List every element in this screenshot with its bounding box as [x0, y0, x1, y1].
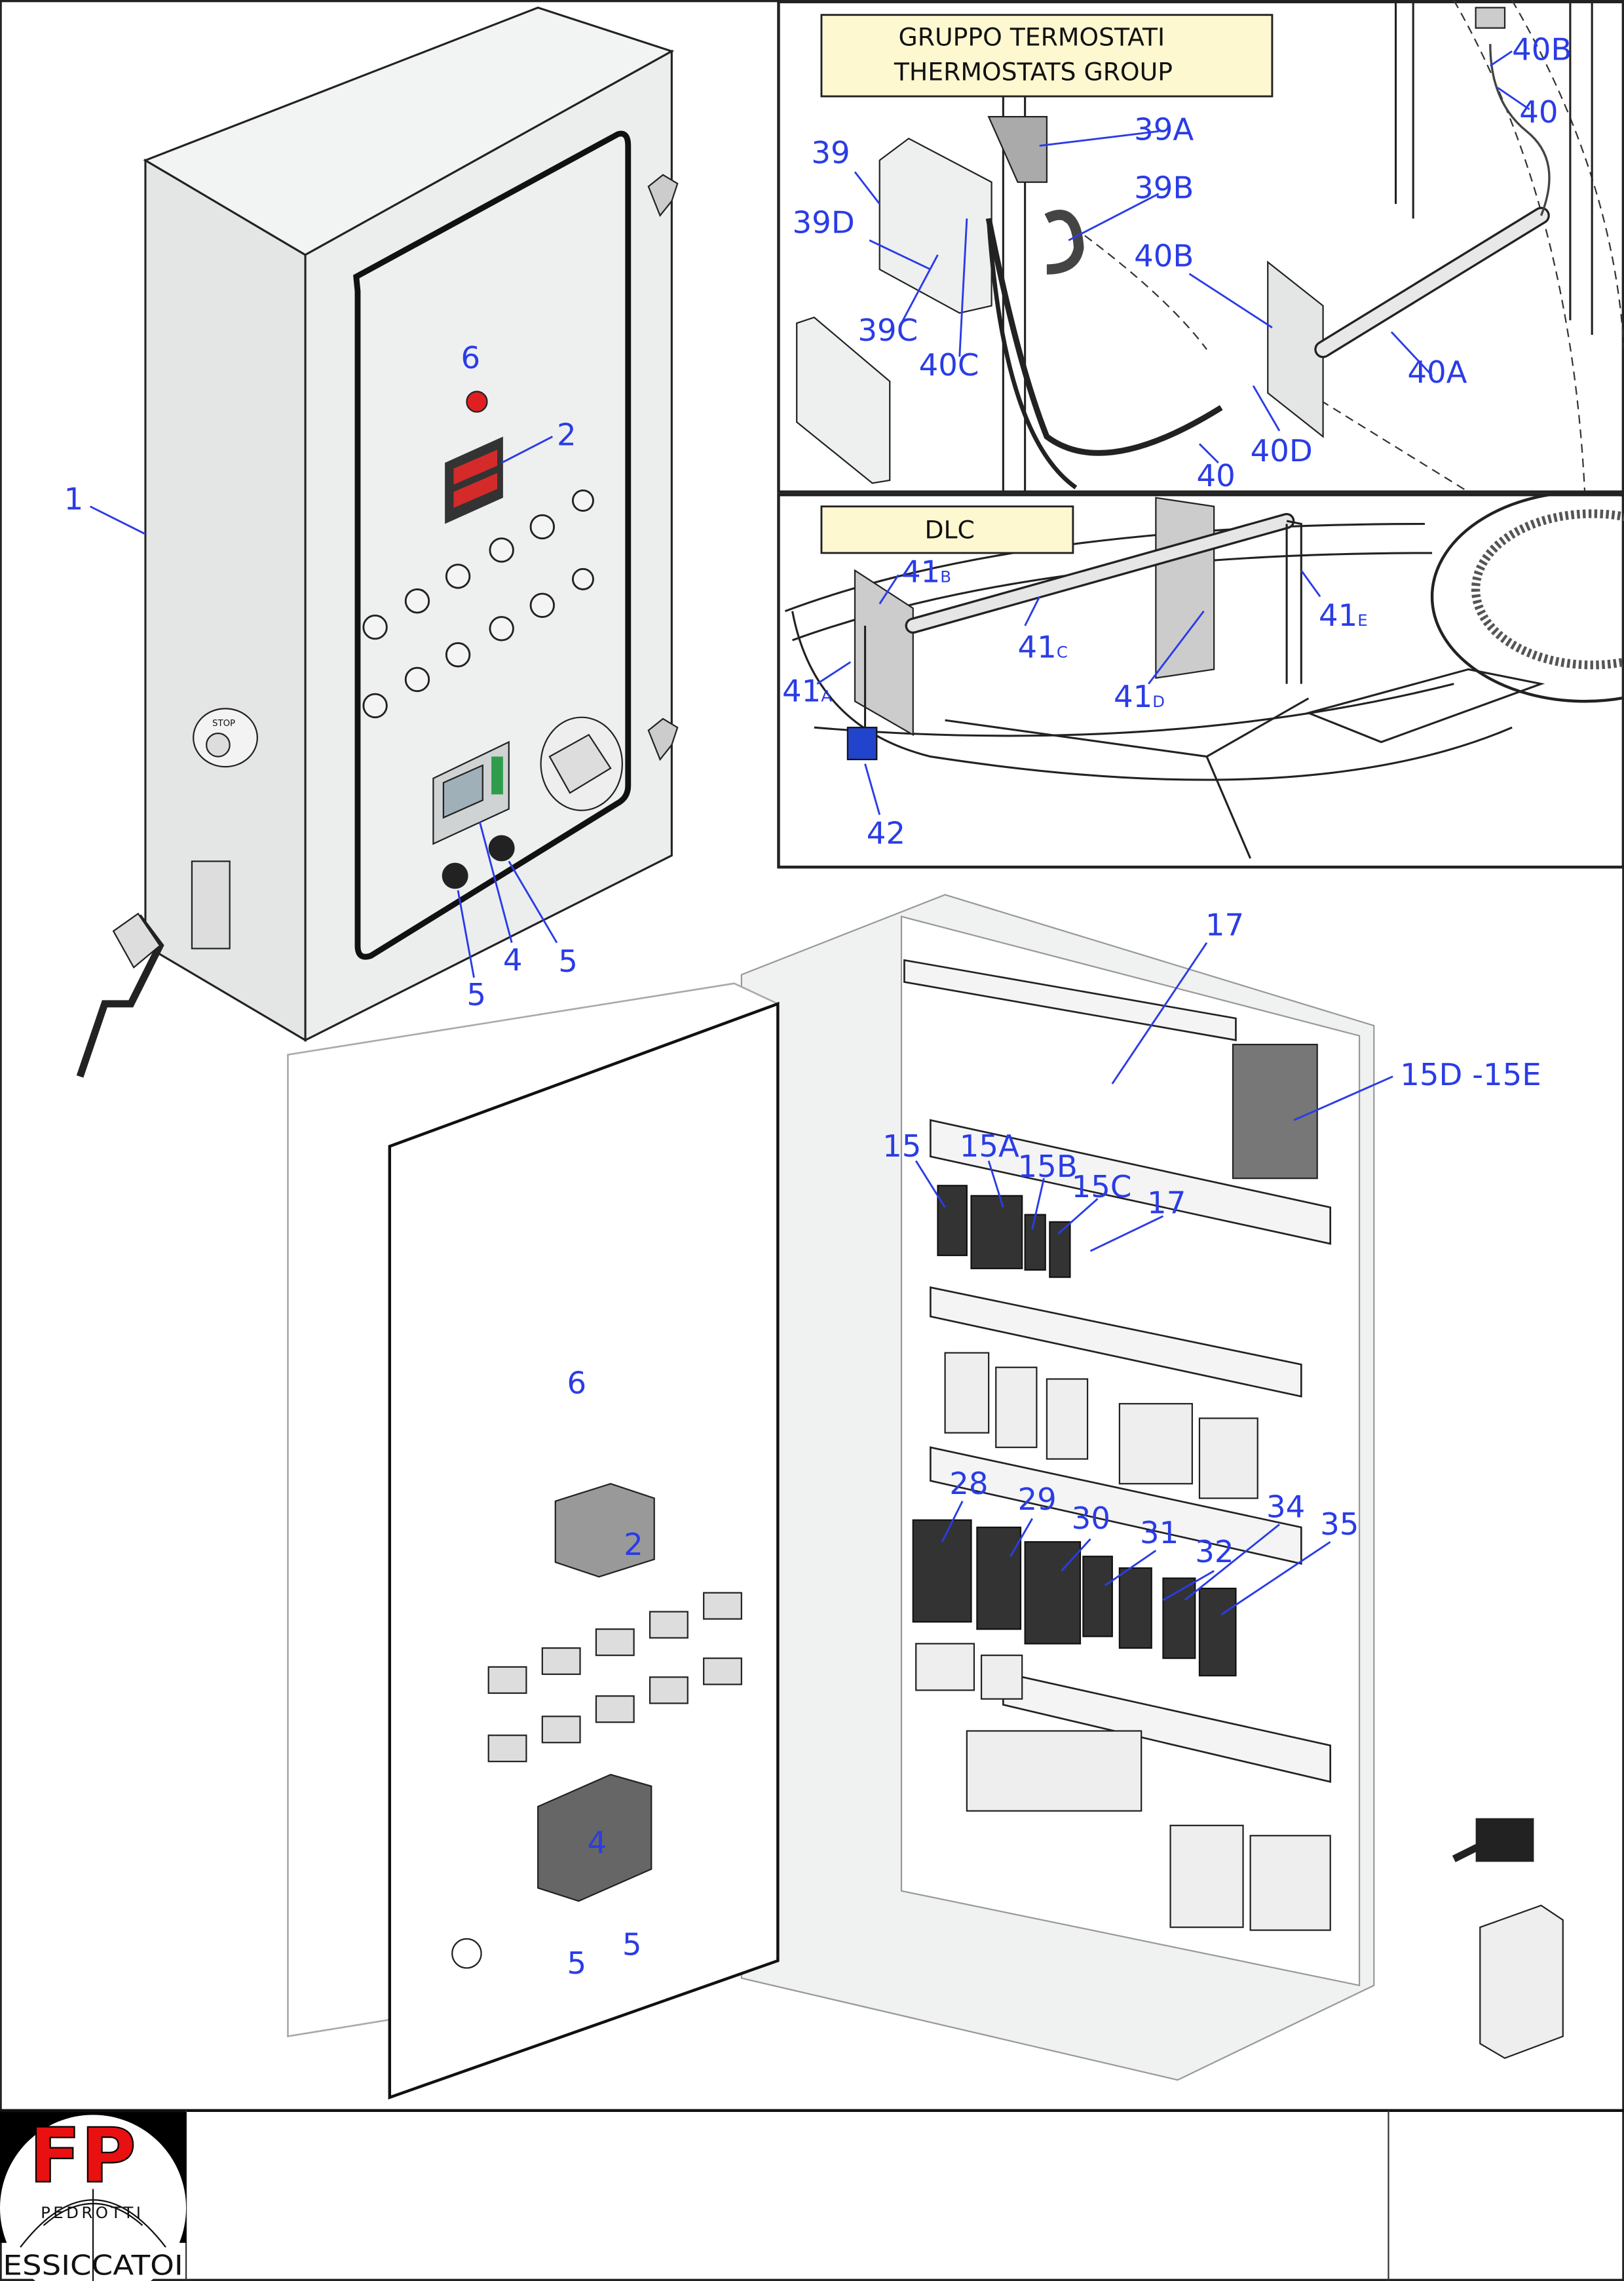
spare-parts — [1452, 1818, 1564, 2060]
dlc-title-box — [820, 505, 1074, 554]
part-label: 1 — [64, 481, 84, 516]
indicator-light-icon — [466, 391, 488, 413]
part-label: 17 — [1147, 1185, 1186, 1220]
part-label: 28 — [949, 1466, 988, 1501]
display-unit — [445, 436, 503, 524]
part-label: 29 — [1018, 1482, 1057, 1517]
box-cover — [796, 316, 891, 484]
part-label: 6 — [461, 340, 481, 375]
logo-caption: ESSICCATOI — [3, 2250, 183, 2281]
part-label: 40 — [1197, 458, 1236, 493]
part-label: 39D — [793, 205, 855, 240]
part-label: 17 — [1205, 908, 1244, 943]
part-label: 41D — [1114, 679, 1165, 714]
part-label: 15 — [882, 1128, 921, 1164]
transformer-box — [1232, 1043, 1318, 1179]
part-label: 39B — [1134, 170, 1194, 205]
part-label: 5 — [567, 1946, 587, 1981]
open-cabinet: 17 15D -15E 15 15A 15B 15C 17 6 2 4 5 5 … — [287, 894, 1564, 2099]
part-label: 40B — [1134, 239, 1194, 274]
stop-label: STOP — [212, 719, 235, 729]
part-label: 31 — [1140, 1515, 1179, 1550]
part-label: 41C — [1018, 630, 1068, 665]
part-label: 34 — [1266, 1489, 1305, 1524]
controller-display — [432, 740, 510, 845]
title-block: FP PEDROTTI ESSICCATOI — [0, 2109, 1624, 2281]
thermostats-group-panel: GRUPPO TERMOSTATI THERMOSTATS GROUP 39 3… — [777, 0, 1624, 493]
svg-text:FP: FP — [29, 2113, 136, 2200]
door-cube-2 — [554, 1483, 655, 1578]
part-label: 4 — [503, 942, 523, 978]
part-label: 40A — [1407, 355, 1467, 390]
title-box — [820, 14, 1274, 98]
stop-button: STOP — [193, 708, 258, 768]
dlc-panel: 41B 41C 41D 41E 41A DLC 42 — [777, 490, 1624, 869]
part-label: 15C — [1072, 1169, 1132, 1204]
part-label: 40D — [1251, 433, 1313, 469]
selector-knobs — [362, 489, 594, 719]
dlc-title: DLC — [924, 516, 974, 545]
part-label: 41B — [901, 554, 951, 589]
door-hole-icon — [451, 1938, 482, 1969]
part-label: 39A — [1134, 112, 1194, 147]
part-label: 40 — [1519, 94, 1558, 130]
panel-title-en: THERMOSTATS GROUP — [894, 58, 1173, 86]
main-switch-icon — [540, 716, 623, 811]
part-label: 2 — [624, 1527, 643, 1562]
black-button-icon — [442, 862, 468, 889]
part-label: 39C — [858, 313, 918, 348]
part-label: 40B — [1512, 32, 1572, 67]
closed-cabinet: STOP 1 6 2 4 5 5 — [64, 6, 679, 1078]
part-label: 42 — [867, 816, 905, 851]
thermostat-cable — [985, 218, 1223, 456]
part-label: 4 — [588, 1825, 607, 1860]
part-label: 30 — [1072, 1501, 1110, 1536]
part-label: 35 — [1320, 1506, 1359, 1542]
part-label: 40C — [919, 347, 979, 383]
part-label: 15A — [960, 1128, 1019, 1164]
part-label: 41A — [782, 673, 832, 708]
cable-gland — [191, 860, 231, 949]
company-logo: FP PEDROTTI ESSICCATOI — [0, 2111, 187, 2281]
part-label: 15B — [1018, 1149, 1078, 1184]
part-label: 5 — [622, 1926, 642, 1962]
part-label: 41E — [1319, 598, 1368, 633]
part-label: 5 — [558, 944, 578, 979]
part-label: 32 — [1195, 1534, 1234, 1569]
door-hinge-icon — [647, 174, 679, 761]
door-selectors — [487, 1592, 742, 1763]
part-label: 5 — [466, 977, 486, 1012]
bracket-plate — [1155, 497, 1215, 680]
svg-text:PEDROTTI: PEDROTTI — [41, 2203, 143, 2222]
door-box-4 — [537, 1773, 652, 1902]
sensor-icon — [846, 727, 878, 761]
part-label: 39 — [811, 135, 850, 170]
rotary-ring — [1430, 490, 1624, 703]
part-label: 2 — [557, 417, 576, 453]
contactor-blocks — [912, 1185, 1237, 1677]
part-label: 6 — [567, 1366, 587, 1401]
bracket-plate — [854, 569, 914, 737]
mounting-plate — [1267, 260, 1324, 438]
part-label: 15D -15E — [1400, 1057, 1541, 1092]
black-button-icon — [488, 835, 515, 862]
panel-title-it: GRUPPO TERMOSTATI — [899, 22, 1165, 51]
